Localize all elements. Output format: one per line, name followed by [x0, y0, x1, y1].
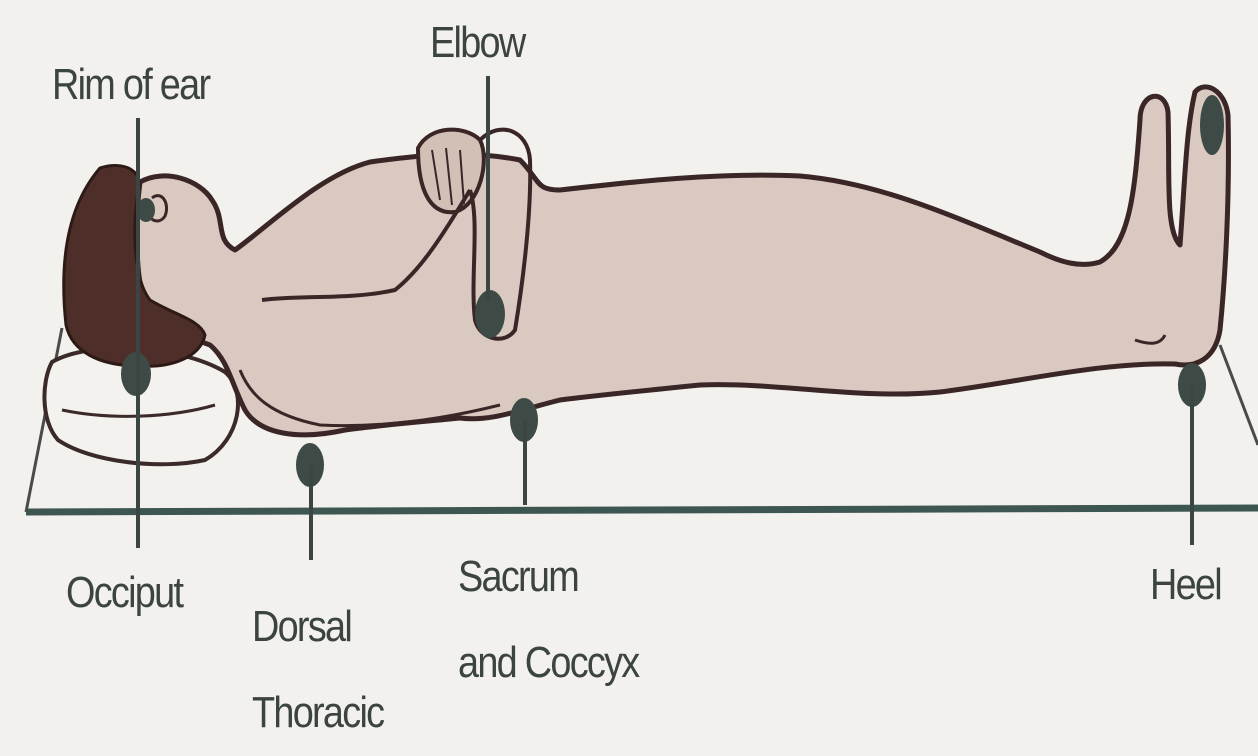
label-dorsal-thoracic: Dorsal Thoracic — [252, 584, 383, 756]
label-sacrum-and-coccyx: Sacrum and Coccyx — [458, 534, 639, 706]
label-heel: Heel — [1150, 560, 1221, 610]
pressure-point-toes — [1200, 95, 1224, 155]
label-elbow: Elbow — [430, 18, 524, 68]
body-silhouette — [137, 87, 1229, 435]
mattress-surface-line — [26, 508, 1258, 512]
label-occiput: Occiput — [66, 568, 182, 618]
mattress-right-edge — [1220, 345, 1258, 445]
label-rim-of-ear: Rim of ear — [52, 60, 209, 110]
